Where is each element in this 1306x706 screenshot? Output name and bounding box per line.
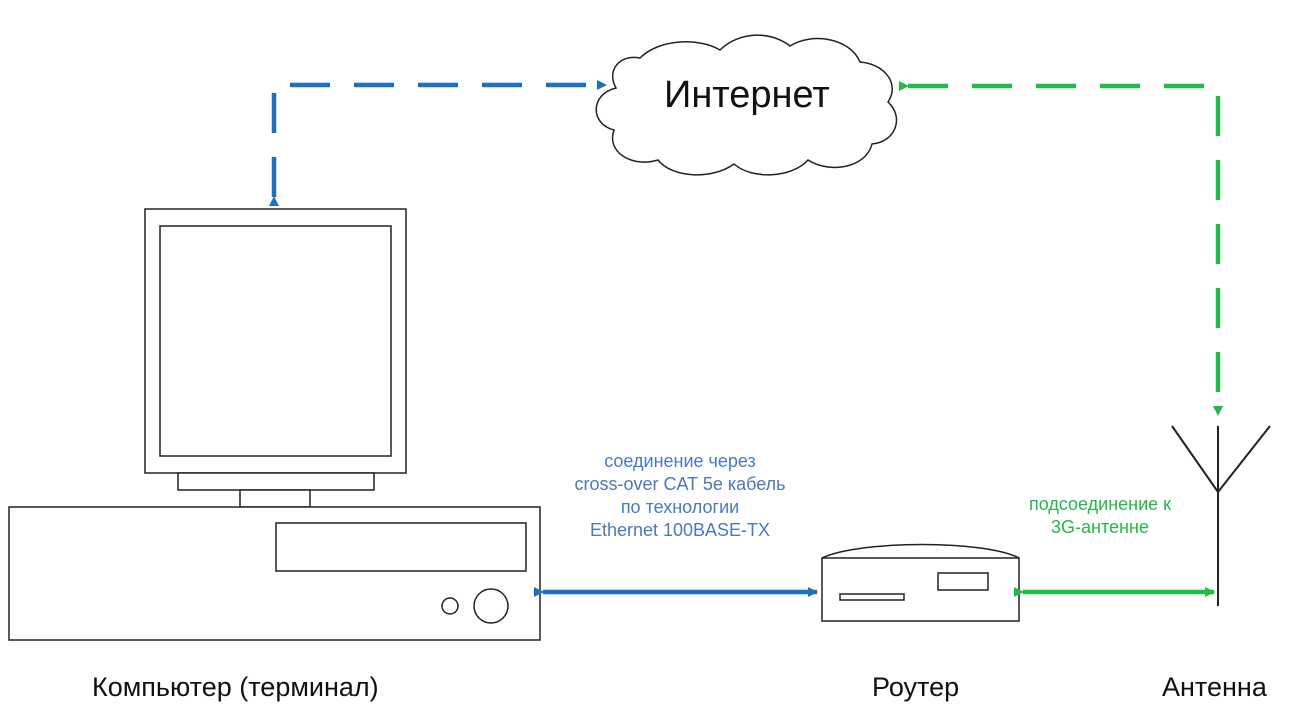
computer-label: Компьютер (терминал) (92, 672, 379, 702)
internet-cloud-icon (595, 34, 898, 176)
indicator-light (441, 597, 459, 615)
router-port (937, 572, 989, 591)
ethernet-note-line: по технологии (620, 497, 740, 517)
internet-label: Интернет (664, 74, 830, 116)
ethernet-connection-note: соединение через cross-over CAT 5e кабел… (540, 450, 820, 542)
router-icon (821, 543, 1020, 622)
optical-drive (275, 522, 527, 572)
antenna-note-line: подсоединение к (1028, 494, 1172, 514)
internet-to-computer-link (269, 80, 607, 206)
router-slot (839, 593, 905, 601)
antenna-note-line: 3G-антенне (1051, 517, 1149, 537)
router-body (821, 557, 1020, 622)
power-button-icon (473, 588, 509, 624)
monitor-stand (177, 472, 375, 491)
monitor-screen (159, 225, 392, 457)
ethernet-note-line: Ethernet 100BASE-TX (589, 520, 771, 540)
computer-icon (8, 208, 541, 641)
ethernet-note-line: соединение через (604, 451, 756, 471)
ethernet-note-line: cross-over CAT 5e кабель (574, 474, 786, 494)
internet-to-antenna-link (899, 81, 1223, 416)
antenna-connection-note: подсоединение к 3G-антенне (1000, 493, 1200, 539)
antenna-label: Антенна (1162, 672, 1267, 702)
monitor-base (239, 489, 311, 508)
router-label: Роутер (872, 672, 960, 702)
antenna-icon (1171, 425, 1271, 606)
